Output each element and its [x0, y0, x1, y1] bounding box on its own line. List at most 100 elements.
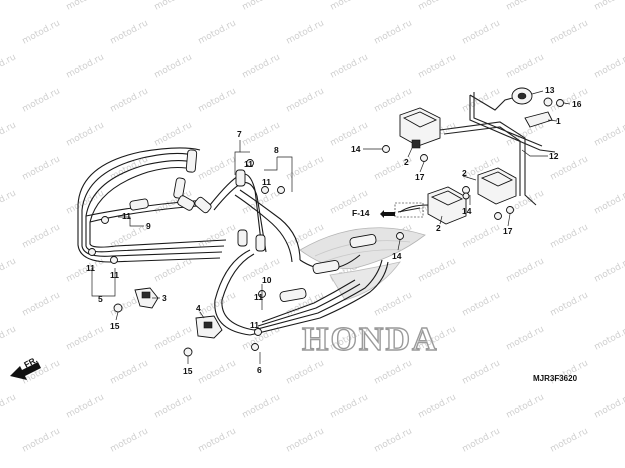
- watermark-text: motod.ru: [21, 290, 62, 318]
- watermark-text: motod.ru: [197, 154, 238, 182]
- watermark-text: motod.ru: [417, 52, 458, 80]
- front-direction-arrow: FR.: [10, 355, 41, 380]
- callout-11: 11: [86, 263, 95, 273]
- watermark-text: motod.ru: [549, 290, 590, 318]
- ignition-coil-middle-left: [399, 186, 467, 225]
- callout-15: 15: [183, 366, 193, 376]
- callout-17: 17: [503, 226, 513, 236]
- spark-plug-wire-set-left: [77, 147, 227, 263]
- watermark-text: motod.ru: [461, 290, 502, 318]
- watermark-text: motod.ru: [21, 86, 62, 114]
- callout-1: 1: [556, 116, 561, 126]
- ignition-coil-upper: [399, 107, 441, 149]
- watermark-text: motod.ru: [461, 18, 502, 46]
- watermark-text: motod.ru: [241, 392, 282, 420]
- watermark-text: motod.ru: [0, 0, 18, 13]
- watermark-text: motod.ru: [285, 86, 326, 114]
- callout-8: 8: [274, 145, 279, 155]
- watermark-text: motod.ru: [417, 392, 458, 420]
- callout-11: 11: [262, 177, 271, 187]
- callout-2: 2: [462, 168, 467, 178]
- watermark-text: motod.ru: [285, 358, 326, 386]
- watermark-text: motod.ru: [241, 188, 282, 216]
- watermark-text: motod.ru: [461, 358, 502, 386]
- ignition-coil-middle-right: [477, 167, 517, 205]
- fasteners: [88, 159, 285, 357]
- callout-14: 14: [462, 206, 472, 216]
- callouts: 1 2 2 2 3 4 5 6 7 8 9 10 11 11 11 11 11 …: [86, 85, 582, 376]
- watermark-text: motod.ru: [109, 86, 150, 114]
- watermark-text: motod.ru: [197, 358, 238, 386]
- watermark-text: motod.ru: [373, 86, 414, 114]
- watermark-text: motod.ru: [329, 52, 370, 80]
- watermark-text: motod.ru: [461, 426, 502, 454]
- watermark-text: motod.ru: [21, 426, 62, 454]
- watermark-text: motod.ru: [593, 324, 625, 352]
- watermark-text: motod.ru: [0, 188, 18, 216]
- watermark-text: motod.ru: [0, 324, 18, 352]
- watermark-text: motod.ru: [153, 392, 194, 420]
- watermark-text: motod.ru: [417, 256, 458, 284]
- watermark-text: motod.ru: [285, 154, 326, 182]
- watermark-text: motod.ru: [549, 426, 590, 454]
- watermark-text: motod.ru: [109, 358, 150, 386]
- watermark-text: motod.ru: [329, 392, 370, 420]
- callout-13: 13: [545, 85, 555, 95]
- callout-11: 11: [254, 292, 263, 302]
- watermark-text: motod.ru: [197, 18, 238, 46]
- watermark-text: motod.ru: [373, 18, 414, 46]
- honda-logo: HONDA: [299, 227, 439, 359]
- watermark-text: motod.ru: [197, 426, 238, 454]
- callout-11: 11: [110, 270, 119, 280]
- logo-text: HONDA: [302, 321, 439, 358]
- watermark-text: motod.ru: [593, 392, 625, 420]
- leader-lines: [91, 90, 571, 364]
- callout-11: 11: [250, 320, 259, 330]
- callout-17: 17: [415, 172, 425, 182]
- watermark-text: motod.ru: [285, 426, 326, 454]
- grommet-13: [511, 87, 533, 105]
- callout-14: 14: [392, 251, 402, 261]
- wire-clamp-4: [195, 315, 223, 339]
- watermark-text: motod.ru: [65, 392, 106, 420]
- watermark-text: motod.ru: [461, 86, 502, 114]
- right-fasteners: [382, 99, 564, 240]
- watermark-text: motod.ru: [109, 18, 150, 46]
- watermark-text: motod.ru: [153, 0, 194, 13]
- sensor-1: [524, 97, 553, 128]
- watermark-text: motod.ru: [505, 324, 546, 352]
- watermark-text: motod.ru: [21, 222, 62, 250]
- watermark-text: motod.ru: [373, 290, 414, 318]
- watermark-text: motod.ru: [0, 256, 18, 284]
- callout-12: 12: [549, 151, 559, 161]
- watermark-text: motod.ru: [109, 426, 150, 454]
- watermark-text: motod.ru: [329, 0, 370, 13]
- reference-label: F-14: [352, 208, 370, 218]
- watermark-text: motod.ru: [153, 52, 194, 80]
- watermark-text: motod.ru: [21, 154, 62, 182]
- watermark-text: motod.ru: [549, 18, 590, 46]
- watermark-text: motod.ru: [197, 290, 238, 318]
- watermark-text: motod.ru: [21, 18, 62, 46]
- watermark-text: motod.ru: [373, 426, 414, 454]
- watermark-text: motod.ru: [241, 0, 282, 13]
- watermark-text: motod.ru: [417, 0, 458, 13]
- watermark-text: motod.ru: [0, 52, 18, 80]
- watermark-text: motod.ru: [0, 120, 18, 148]
- watermark-text: motod.ru: [0, 392, 18, 420]
- watermark-text: motod.ru: [153, 120, 194, 148]
- spark-plug-wire-set-lower: [209, 169, 389, 336]
- watermark-text: motod.ru: [373, 358, 414, 386]
- callout-2: 2: [404, 157, 409, 167]
- watermark-text: motod.ru: [593, 188, 625, 216]
- callout-4: 4: [196, 303, 201, 313]
- watermark-text: motod.ru: [505, 0, 546, 13]
- callout-5: 5: [98, 294, 103, 304]
- watermark-text: motod.ru: [549, 222, 590, 250]
- callout-7: 7: [237, 129, 242, 139]
- callout-11: 11: [244, 159, 253, 169]
- wire-clamp-3: [134, 287, 159, 309]
